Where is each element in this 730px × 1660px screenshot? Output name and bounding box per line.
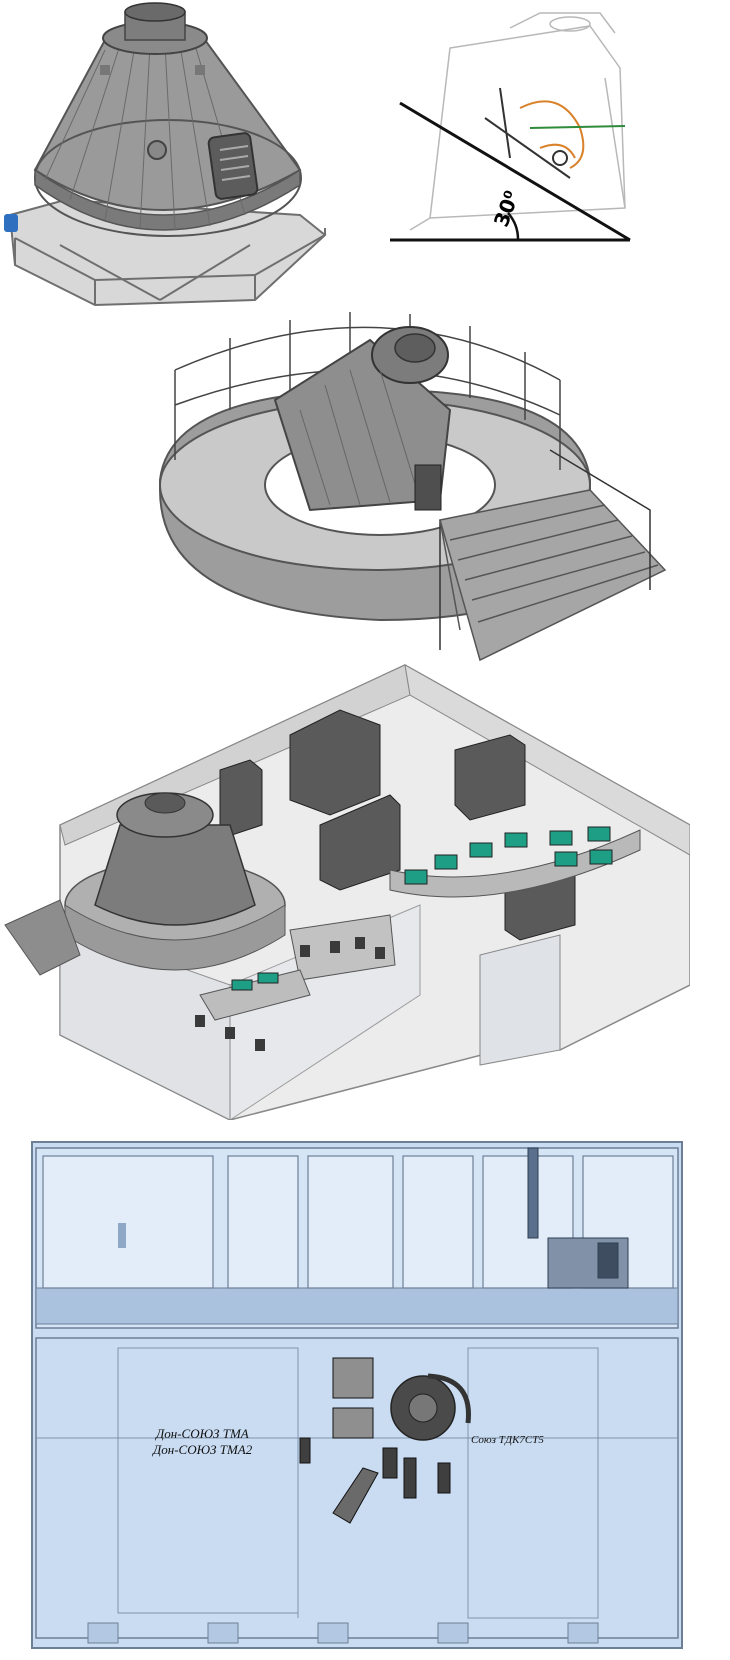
seat-harness [484, 87, 626, 179]
building-plan-panel: Дон-СОЮЗ ТМА Дон-СОЮЗ ТМА2 Союз ТДК7СТ5 [28, 1138, 688, 1654]
seat-tilt-schematic-panel: 30⁰ [390, 8, 650, 248]
seat-tilt-drawing: 30⁰ [390, 12, 631, 242]
control-consoles [195, 826, 641, 1051]
platform-drawing [159, 312, 667, 662]
plan-desks [299, 1357, 451, 1524]
blue-connector [4, 214, 18, 232]
hex-stand [8, 198, 327, 307]
capsule-body [273, 326, 452, 512]
sim-label-1: Дон-СОЮЗ ТМА [154, 1426, 249, 1441]
sim-label-right: Союз ТДК7СТ5 [471, 1434, 544, 1446]
plan-drawing: Дон-СОЮЗ ТМА Дон-СОЮЗ ТМА2 Союз ТДК7СТ5 [31, 1141, 683, 1649]
room-capsule [4, 792, 286, 976]
upper-equipment [527, 1147, 629, 1289]
tilted-line [399, 101, 631, 242]
room-drawing [4, 664, 691, 1121]
training-room-layout-panel [0, 655, 691, 1121]
capsule-with-platform-panel [150, 290, 670, 670]
capsule-on-stand-panel [0, 0, 340, 310]
plan-capsule [390, 1373, 471, 1441]
capsule-on-stand-drawing [4, 2, 327, 307]
angle-label: 30⁰ [489, 187, 524, 230]
capsule-body [33, 2, 302, 237]
sim-label-2: Дон-СОЮЗ ТМА2 [151, 1442, 253, 1457]
capsule-hatch [207, 132, 259, 200]
platform-stairs [439, 449, 667, 662]
server-racks [219, 709, 576, 941]
